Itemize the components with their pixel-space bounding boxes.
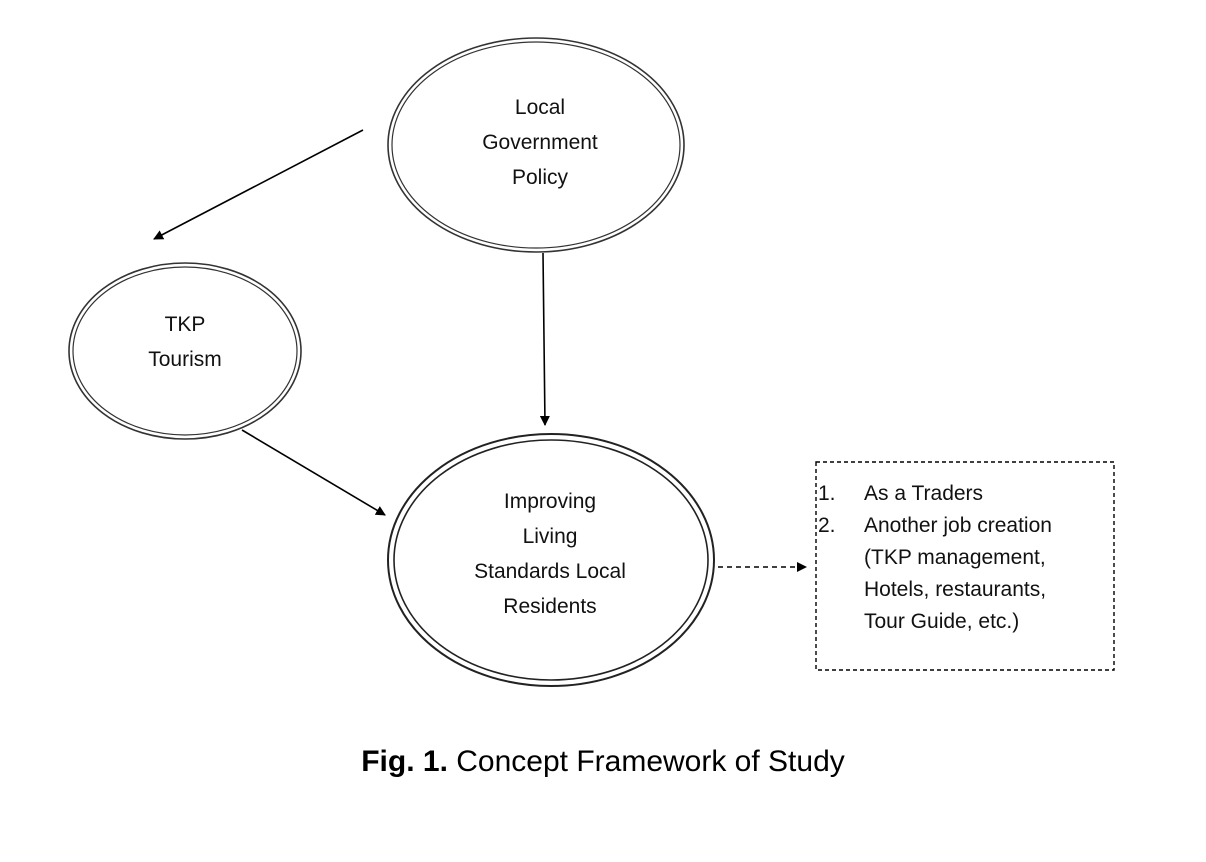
node-text-line: Government bbox=[482, 131, 598, 154]
outcomes-list: 1. As a Traders 2. Another job creation … bbox=[818, 478, 1118, 638]
tkp-tourism-ellipse bbox=[68, 262, 302, 440]
node-text-line: Living bbox=[522, 525, 578, 548]
node-text-line: Tourism bbox=[148, 348, 222, 371]
caption-label: Fig. 1. bbox=[361, 745, 448, 778]
arrow-local-gov-to-improving bbox=[539, 252, 550, 426]
node-text-line: Local bbox=[514, 96, 566, 119]
outcome-text: Another job creation bbox=[864, 514, 1052, 537]
outcome-text: (TKP management, bbox=[864, 546, 1046, 569]
outcome-text: Hotels, restaurants, bbox=[864, 578, 1047, 601]
outcome-number: 1. bbox=[818, 482, 836, 505]
node-text-line: Standards Local bbox=[474, 560, 626, 583]
improving-living-standards-ellipse bbox=[387, 433, 715, 687]
improving-living-standards-label: Improving Living Standards Local Residen… bbox=[430, 484, 670, 624]
arrow-local-gov-to-tkp bbox=[153, 129, 364, 240]
figure-caption: Fig. 1. Concept Framework of Study bbox=[0, 745, 1206, 779]
arrow-tkp-to-improving bbox=[241, 429, 386, 516]
node-text-line: Improving bbox=[503, 490, 597, 513]
outcome-item: 1. As a Traders bbox=[818, 478, 1118, 510]
local-government-policy-ellipse bbox=[387, 37, 685, 253]
node-text-line: Policy bbox=[511, 166, 569, 189]
outcomes-box bbox=[815, 461, 1115, 671]
tkp-tourism-label: TKP Tourism bbox=[110, 307, 260, 377]
outcome-number: 2. bbox=[818, 514, 836, 537]
node-text-line: TKP bbox=[164, 313, 206, 336]
outcome-text: Tour Guide, etc.) bbox=[864, 610, 1020, 633]
caption-text: Concept Framework of Study bbox=[447, 745, 845, 778]
local-government-policy-label: Local Government Policy bbox=[440, 90, 640, 195]
node-text-line: Residents bbox=[503, 595, 597, 618]
outcome-item: 2. Another job creation (TKP management,… bbox=[818, 510, 1118, 638]
outcome-text: As a Traders bbox=[864, 482, 984, 505]
